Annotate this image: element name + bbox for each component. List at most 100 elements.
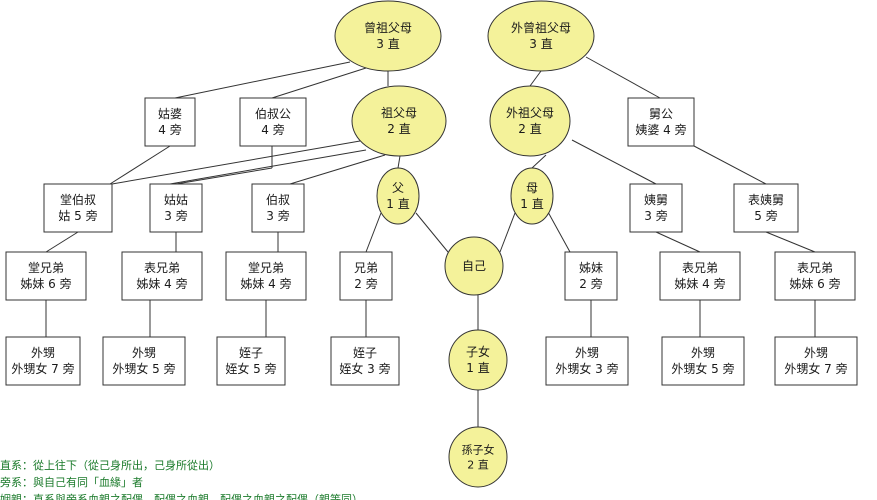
brothers-box [339,251,393,301]
father-cousins-box [43,183,113,233]
nephew-niece-5-mid-label: 姪女 5 旁 [225,361,276,376]
nephew-niece-7-right-label: 外甥女 7 旁 [784,361,847,376]
father-node [376,167,420,225]
grandchildren-label: 2 直 [467,457,489,471]
grandchildren-node [448,426,508,488]
connector-line [529,70,542,87]
connector-line [655,231,701,253]
aunt-paternal-label: 3 旁 [164,208,187,223]
maternal-grandparents-label: 外祖父母 [506,105,554,120]
nephew-niece-5-right-label: 外甥 [691,346,715,360]
cousins-via-maternal-label: 姊妹 4 旁 [674,276,725,291]
nephew-niece-5-left-box [102,336,186,386]
aunt-paternal-box [149,183,203,233]
nephew-niece-7-left-label: 外甥女 7 旁 [11,361,74,376]
sisters-box [564,251,618,301]
uncle-paternal-label: 伯叔 [266,192,290,207]
nephew-niece-7-right-label: 外甥 [804,346,828,360]
mother-cousins-label: 表姨舅 [748,193,784,207]
connector-line [271,67,367,99]
uncle-paternal-label: 3 旁 [266,208,289,223]
maternal-great-grandparents-label: 外曾祖父母 [511,20,571,35]
legend-collateral: 旁系：與自己有同「血緣」者 [0,476,143,489]
great-grandparents-label: 3 直 [376,37,399,51]
sisters-label: 姊妹 [579,261,603,275]
cousins-via-aunt-label: 姊妹 4 旁 [136,276,187,291]
second-cousins-maternal-label: 表兄弟 [797,261,833,275]
self-label: 自己 [462,259,486,273]
self-node [444,236,504,296]
brothers-label: 兄弟 [354,261,378,275]
grandparents-label: 2 直 [387,122,410,136]
nephew-niece-5-mid-label: 姪子 [239,346,263,360]
uncle-paternal-box [251,183,305,233]
aunt-uncle-maternal-label: 姨舅 [644,193,668,207]
nephew-niece-5-left-label: 外甥女 5 旁 [112,361,175,376]
nephew-niece-5-right-label: 外甥女 5 旁 [671,361,734,376]
children-label: 子女 [466,344,490,359]
aunt-uncle-maternal-box [629,183,683,233]
connector-line [365,212,382,253]
nephew-niece-3-brother-box [330,336,400,386]
connector-line [289,154,386,185]
nephew-niece-3-brother-label: 姪子 [353,346,377,360]
mother-label: 1 直 [520,197,543,211]
connector-line [693,145,767,185]
nephew-niece-5-right-box [661,336,745,386]
maternal-great-grandparents-label: 3 直 [529,37,552,51]
second-cousins-paternal-label: 堂兄弟 [28,261,64,275]
second-cousins-maternal-label: 姊妹 6 旁 [789,276,840,291]
mother-node [510,167,554,225]
grandchildren-label: 孫子女 [462,442,495,456]
cousins-via-aunt-label: 表兄弟 [144,261,180,275]
maternal-grandparents-label: 2 直 [518,122,541,136]
great-grandparents-node [334,0,442,72]
cousins-via-maternal-box [659,251,741,301]
father-label: 1 直 [386,197,409,211]
connector-line [531,154,547,169]
connector-line [499,212,516,253]
great-grandparents-label: 曾祖父母 [364,20,412,35]
nephew-niece-7-left-box [5,336,81,386]
great-uncle-mother-side-label: 姨婆 4 旁 [635,122,686,137]
grand-uncle-paternal-label: 伯叔公 [255,106,291,121]
nephew-niece-5-mid-box [216,336,286,386]
great-uncle-mother-side-label: 舅公 [649,107,673,121]
grand-aunt-paternal-box [144,97,196,147]
connector-line [415,212,449,253]
connector-line [109,145,171,185]
aunt-paternal-label: 姑姑 [164,193,188,207]
nephew-niece-3-sister-box [545,336,629,386]
nephew-niece-5-left-label: 外甥 [132,346,156,360]
second-cousins-paternal-label: 姊妹 6 旁 [20,276,71,291]
great-uncle-mother-side-box [627,97,695,147]
cousins-via-uncle-label: 堂兄弟 [248,261,284,275]
maternal-great-grandparents-node [487,0,595,72]
connector-line [174,61,351,99]
father-cousins-label: 姑 5 旁 [58,208,97,223]
nephew-niece-3-sister-label: 外甥女 3 旁 [555,361,618,376]
grand-aunt-paternal-label: 4 旁 [158,122,181,137]
second-cousins-maternal-box [774,251,856,301]
connector-line [547,211,571,253]
connector-line [585,56,661,99]
maternal-grandparents-node [489,85,571,157]
grand-uncle-paternal-box [239,97,307,147]
cousins-via-aunt-box [121,251,203,301]
mother-cousins-label: 5 旁 [754,208,777,223]
father-label: 父 [392,181,404,195]
mother-cousins-box [733,183,799,233]
grandparents-label: 祖父母 [381,105,417,120]
connector-line [765,231,816,253]
connector-line [111,140,361,185]
connector-line [397,155,401,169]
grand-aunt-paternal-label: 姑婆 [158,107,182,121]
nephew-niece-3-brother-label: 姪女 3 旁 [339,361,390,376]
brothers-label: 2 旁 [354,276,377,291]
mother-label: 母 [526,181,538,195]
connector-line [45,231,79,253]
connector-line [571,139,657,185]
nephew-niece-3-sister-label: 外甥 [575,346,599,360]
father-cousins-label: 堂伯叔 [60,192,96,207]
